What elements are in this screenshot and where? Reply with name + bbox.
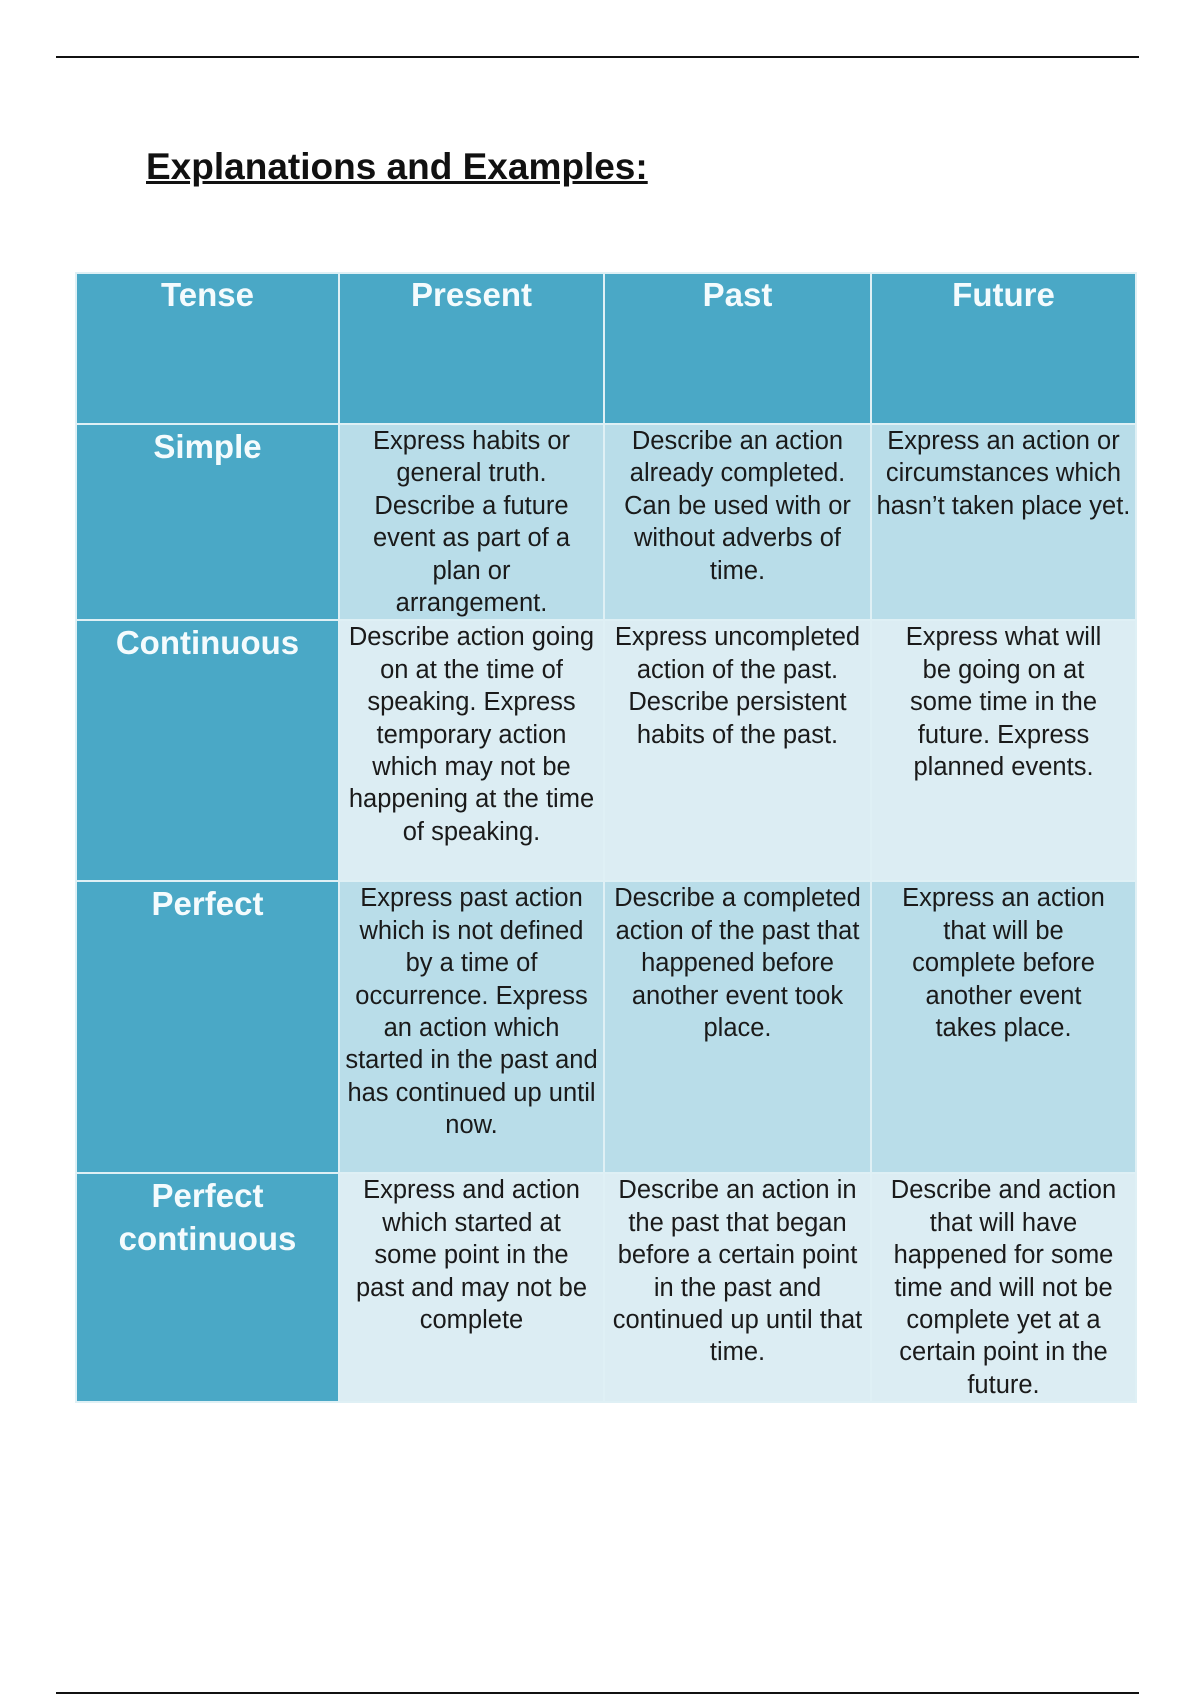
cell-future: Express what will be going on at some ti…	[870, 619, 1137, 883]
cell-present: Express and action which started at some…	[338, 1172, 605, 1404]
cell-future: Express an action or circumstances which…	[870, 422, 1137, 622]
cell-past: Describe a completed action of the past …	[603, 880, 872, 1175]
table-row: Perfect continuous Express and action wh…	[75, 1172, 1137, 1404]
row-head: Perfect continuous	[75, 1172, 340, 1404]
cell-past: Describe an action already completed. Ca…	[603, 422, 872, 622]
header-row: Tense Present Past Future	[75, 272, 1137, 425]
header-tense: Tense	[75, 272, 340, 425]
cell-future: Describe and action that will have happe…	[870, 1172, 1137, 1404]
top-rule	[56, 56, 1139, 58]
header-past: Past	[603, 272, 872, 425]
bottom-rule	[56, 1692, 1139, 1694]
table-row: Perfect Express past action which is not…	[75, 880, 1137, 1175]
cell-present: Express past action which is not defined…	[338, 880, 605, 1175]
tense-table: Tense Present Past Future Simple Express…	[75, 272, 1137, 1404]
table-row: Simple Express habits or general truth. …	[75, 422, 1137, 622]
cell-present: Express habits or general truth. Describ…	[338, 422, 605, 622]
row-head: Continuous	[75, 619, 340, 883]
header-present: Present	[338, 272, 605, 425]
row-head: Simple	[75, 422, 340, 622]
table-row: Continuous Describe action going on at t…	[75, 619, 1137, 883]
header-future: Future	[870, 272, 1137, 425]
cell-past: Express uncompleted action of the past. …	[603, 619, 872, 883]
page-title: Explanations and Examples:	[146, 146, 648, 187]
cell-past: Describe an action in the past that bega…	[603, 1172, 872, 1404]
cell-present: Describe action going on at the time of …	[338, 619, 605, 883]
cell-future: Express an action that will be complete …	[870, 880, 1137, 1175]
row-head: Perfect	[75, 880, 340, 1175]
